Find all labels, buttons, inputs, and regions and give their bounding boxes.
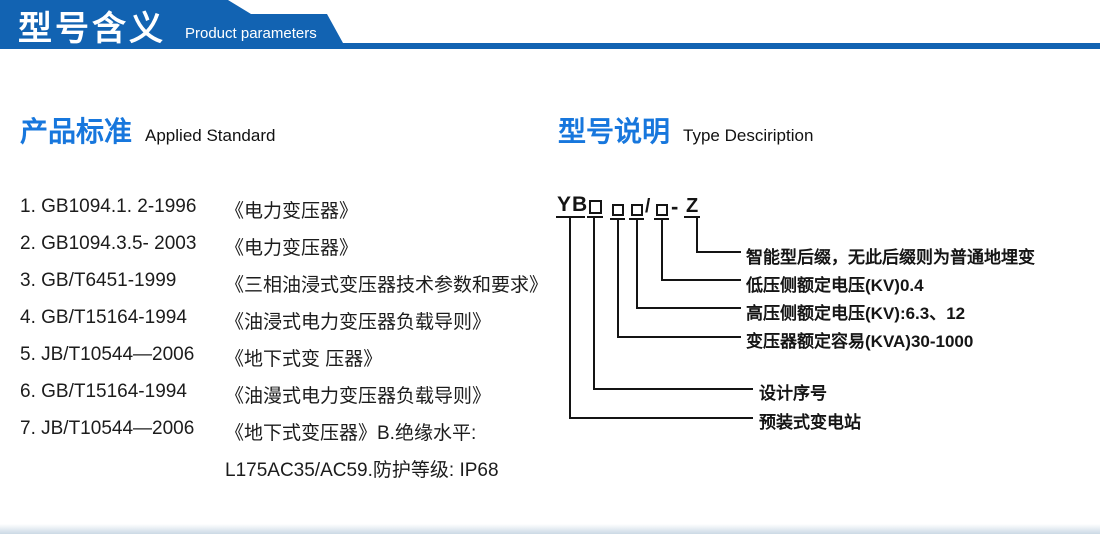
standard-code: 7. JB/T10544—2006: [20, 418, 195, 439]
standard-item: 2. GB1094.3.5- 2003 《电力变压器》: [20, 233, 550, 270]
underline-box4: [654, 218, 669, 220]
standards-heading-en: Applied Standard: [145, 126, 276, 145]
model-label-hv-voltage: 高压侧额定电压(KV):6.3、12: [746, 304, 966, 323]
standard-title: 《三相油浸式变压器技术参数和要求》: [225, 275, 549, 296]
underline-box1: [587, 216, 603, 218]
page-subtitle: Product parameters: [185, 25, 317, 42]
model-code-slash: /: [645, 196, 651, 217]
model-placeholder-box: [631, 204, 643, 216]
model-label-design-serial: 设计序号: [759, 384, 827, 403]
standard-item: 3. GB/T6451-1999 《三相油浸式变压器技术参数和要求》: [20, 270, 550, 307]
model-placeholder-box: [612, 204, 624, 216]
underline-suffix: [684, 216, 700, 218]
standard-code: 5. JB/T10544—2006: [20, 344, 195, 365]
model-section-heading: 型号说明 Type Desciription: [558, 110, 813, 150]
standard-title: 《电力变压器》: [225, 201, 359, 222]
connector-line: [617, 220, 619, 338]
standards-list: 1. GB1094.1. 2-1996 《电力变压器》 2. GB1094.3.…: [20, 196, 550, 492]
standard-title: 《地下式变压器》B.绝缘水平:: [225, 423, 477, 444]
model-placeholder-box: [656, 204, 668, 216]
underline-box3: [629, 218, 644, 220]
standard-title: 《油漫式电力变压器负载导则》: [225, 386, 492, 407]
connector-line: [569, 218, 571, 419]
standard-item: 6. GB/T15164-1994 《油漫式电力变压器负载导则》: [20, 381, 550, 418]
model-label-rated-capacity: 变压器额定容易(KVA)30-1000: [746, 332, 974, 351]
underline-box2: [610, 218, 625, 220]
model-code-dash: -: [671, 194, 679, 219]
standard-item: 4. GB/T15164-1994 《油浸式电力变压器负载导则》: [20, 307, 550, 344]
connector-line: [636, 307, 741, 309]
standard-code: 2. GB1094.3.5- 2003: [20, 233, 197, 254]
model-label-prefab-substation: 预装式变电站: [759, 413, 861, 432]
connector-line: [636, 220, 638, 309]
bottom-gradient-strip: [0, 524, 1100, 534]
connector-line: [617, 336, 741, 338]
standard-title: 《油浸式电力变压器负载导则》: [225, 312, 492, 333]
connector-line: [569, 417, 753, 419]
standard-continuation: L175AC35/AC59.防护等级: IP68: [225, 460, 499, 481]
model-code-prefix: YB: [557, 193, 589, 216]
connector-line: [696, 251, 741, 253]
standards-section-heading: 产品标准 Applied Standard: [20, 110, 275, 150]
connector-line: [593, 388, 753, 390]
model-code-suffix: Z: [686, 195, 699, 217]
underline-prefix: [556, 216, 585, 218]
standards-heading-zh: 产品标准: [20, 116, 133, 147]
standard-item: 1. GB1094.1. 2-1996 《电力变压器》: [20, 196, 550, 233]
page-title: 型号含义: [18, 10, 166, 48]
standard-item: 5. JB/T10544—2006 《地下式变 压器》: [20, 344, 550, 381]
standard-code: 1. GB1094.1. 2-1996: [20, 196, 197, 217]
model-heading-zh: 型号说明: [558, 116, 671, 147]
standard-title: 《地下式变 压器》: [225, 349, 383, 370]
model-label-smart-suffix: 智能型后缀，无此后缀则为普通地埋变: [746, 248, 1035, 267]
standard-code: 4. GB/T15164-1994: [20, 307, 187, 328]
connector-line: [696, 218, 698, 253]
connector-line: [661, 220, 663, 281]
standard-code: 3. GB/T6451-1999: [20, 270, 177, 291]
model-heading-en: Type Desciription: [683, 126, 814, 145]
standard-code: 6. GB/T15164-1994: [20, 381, 187, 402]
connector-line: [661, 279, 741, 281]
model-placeholder-box: [589, 200, 602, 214]
connector-line: [593, 218, 595, 390]
model-label-lv-voltage: 低压侧额定电压(KV)0.4: [746, 276, 924, 295]
standard-title: 《电力变压器》: [225, 238, 359, 259]
standard-item: 7. JB/T10544—2006 《地下式变压器》B.绝缘水平:: [20, 418, 550, 455]
